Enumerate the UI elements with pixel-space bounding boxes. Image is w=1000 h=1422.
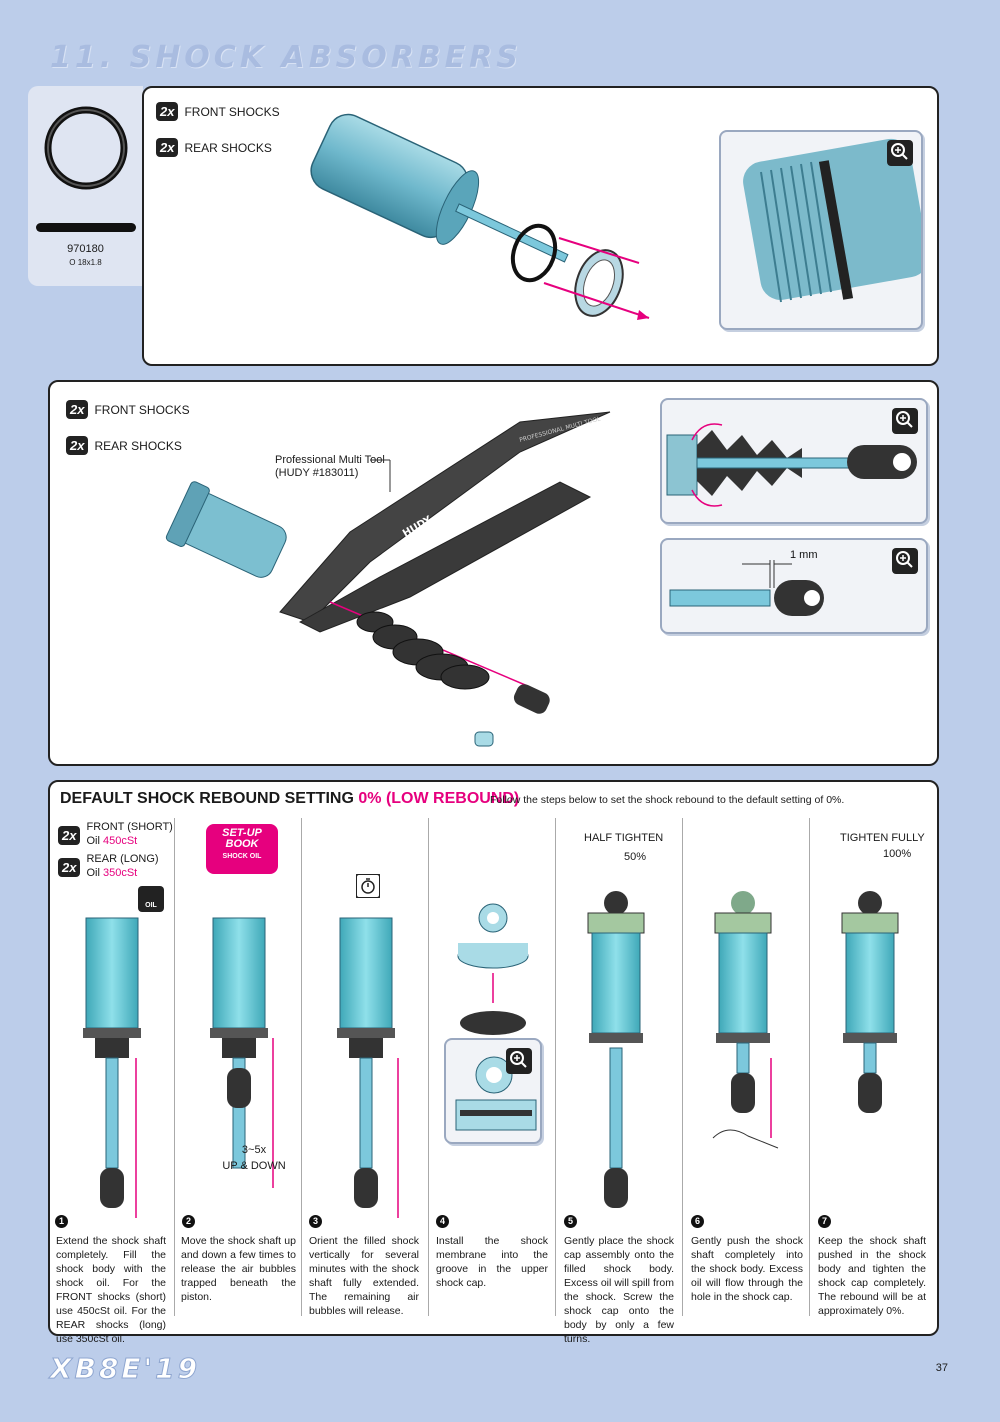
step-text-6: Gently push the shock shaft completely i…: [691, 1235, 803, 1303]
detail-box-oring: [719, 130, 923, 330]
magnify-detail-icon: [887, 140, 913, 166]
qty-label: REAR SHOCKS: [184, 140, 272, 155]
step-column-1: [48, 818, 175, 1316]
tighten-fully-pct: 100%: [883, 848, 912, 860]
oil-icon-label: OIL: [145, 902, 157, 909]
step-number-3: 3: [309, 1215, 322, 1228]
step-number-4: 4: [436, 1215, 449, 1228]
qty-badge: 2x: [66, 436, 89, 455]
step-text-3: Orient the filled shock vertically for s…: [309, 1235, 419, 1317]
steps-grid: 2x FRONT (SHORT) Oil 450cSt 2x REAR (LON…: [48, 818, 938, 1345]
qty-badge: 2x: [66, 400, 89, 419]
tool-label: Professional Multi Tool (HUDY #183011): [275, 454, 385, 480]
step-column-2: [175, 818, 302, 1316]
page-number: 37: [935, 1362, 948, 1374]
step-text-2: Move the shock shaft up and down a few t…: [181, 1235, 296, 1303]
page-title: 11. SHOCK ABSORBERS: [50, 40, 522, 75]
gap-measurement: 1 mm: [790, 549, 818, 561]
magnify-detail-icon: [892, 408, 918, 434]
setup-book-line2: BOOK: [225, 838, 259, 850]
front-oil-prefix: Oil: [86, 835, 103, 847]
magnify-detail-icon: [892, 548, 918, 574]
step-column-3: [302, 818, 429, 1316]
step-text-5: Gently place the shock cap assembly onto…: [564, 1235, 674, 1345]
panel-membrane-install: 2x FRONT SHOCKS 2x REAR SHOCKS Professio…: [48, 380, 939, 766]
qty-label: REAR SHOCKS: [94, 438, 182, 453]
magnify-detail-icon: [506, 1048, 532, 1074]
updown-label: UP & DOWN: [222, 1160, 286, 1172]
product-logo: XB8E'19: [49, 1352, 201, 1386]
qty-front-shocks: 2x FRONT SHOCKS: [66, 400, 190, 419]
setup-book-badge: SET-UP BOOK SHOCK OIL: [206, 824, 278, 874]
part-number: 970180: [67, 243, 104, 255]
qty-rear-shocks: 2x REAR SHOCKS: [156, 138, 272, 157]
qty-badge: 2x: [156, 138, 179, 157]
rear-oil-prefix: Oil: [86, 867, 103, 879]
qty-badge: 2x: [58, 826, 81, 845]
step-number-2: 2: [182, 1215, 195, 1228]
qty-badge: 2x: [58, 858, 81, 877]
o-ring-icon: [36, 106, 136, 232]
front-oil-line: Oil 450cSt: [86, 834, 172, 848]
qty-badge: 2x: [156, 102, 179, 121]
qty-rear-oil: 2x REAR (LONG) Oil 350cSt: [58, 852, 159, 880]
half-tighten-pct: 50%: [624, 851, 647, 863]
qty-front-shocks: 2x FRONT SHOCKS: [156, 102, 280, 121]
section-title-main: DEFAULT SHOCK REBOUND SETTING: [60, 790, 359, 807]
step-number-5: 5: [564, 1215, 577, 1228]
tool-label-number: (HUDY #183011): [275, 467, 359, 479]
step-text-4: Install the shock membrane into the groo…: [436, 1235, 548, 1289]
step-text-1: Extend the shock shaft completely. Fill …: [56, 1235, 166, 1345]
step-column-4: [429, 818, 556, 1316]
stopwatch-icon: [356, 874, 380, 898]
rear-oil-value: 350cSt: [102, 867, 138, 879]
detail-box-boot: [660, 398, 928, 524]
gap-detail-illustration: 1 mm: [669, 549, 824, 616]
front-oil-value: 450cSt: [102, 835, 138, 847]
boot-detail-illustration: [666, 423, 917, 507]
tighten-fully-label: TIGHTEN FULLY: [840, 832, 925, 844]
step-number-6: 6: [691, 1215, 704, 1228]
section-title: DEFAULT SHOCK REBOUND SETTING 0% (LOW RE…: [60, 790, 519, 808]
qty-rear-shocks: 2x REAR SHOCKS: [66, 436, 182, 455]
setup-book-line3: SHOCK OIL: [222, 853, 262, 860]
tool-label-name: Professional Multi Tool: [275, 454, 385, 466]
half-tighten-label: HALF TIGHTEN: [584, 832, 664, 844]
rear-oil-line: Oil 350cSt: [86, 866, 158, 880]
qty-front-oil: 2x FRONT (SHORT) Oil 450cSt: [58, 820, 173, 848]
qty-label: FRONT SHOCKS: [94, 402, 190, 417]
membrane-detail-illustration: [455, 1056, 537, 1131]
oil-icon: OIL: [138, 886, 164, 912]
step-number-7: 7: [818, 1215, 831, 1228]
setup-book-line1: SET-UP: [222, 827, 262, 839]
rear-label: REAR (LONG): [86, 853, 159, 865]
multi-tool-illustration: HUDY PROFESSIONAL MULTI TOOL: [165, 411, 611, 747]
part-spec: O 18x1.8: [69, 258, 102, 267]
shock-body-illustration: [310, 113, 650, 320]
section-title-accent: 0% (LOW REBOUND): [358, 790, 520, 807]
oring-detail-illustration: [743, 138, 921, 303]
qty-label: FRONT SHOCKS: [184, 104, 280, 119]
step-column-5: [556, 818, 683, 1316]
rebound-steps-illustration: [83, 891, 899, 1218]
step-number-1: 1: [55, 1215, 68, 1228]
section-subtitle: Follow the steps below to set the shock …: [490, 794, 845, 806]
detail-box-membrane: [444, 1038, 542, 1144]
step-column-6: [683, 818, 810, 1316]
part-box: 970180 O 18x1.8: [28, 86, 143, 286]
step-text-7: Keep the shock shaft pushed in the shock…: [818, 1235, 926, 1317]
front-label: FRONT (SHORT): [86, 821, 173, 833]
detail-box-gap: 1 mm: [660, 538, 928, 634]
updown-count: 3~5x: [241, 1144, 267, 1156]
panel-oring-install: 2x FRONT SHOCKS 2x REAR SHOCKS: [142, 86, 939, 366]
